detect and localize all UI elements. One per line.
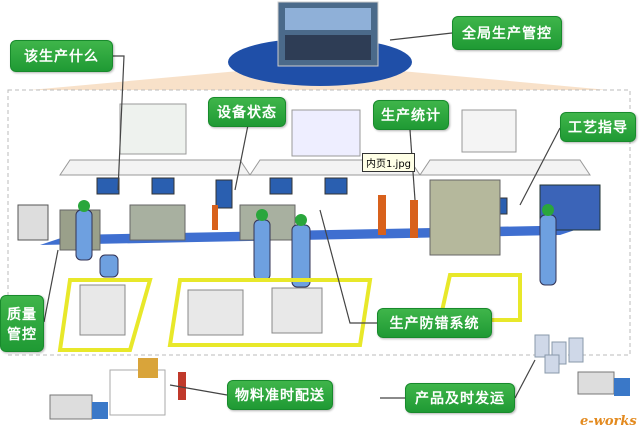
panel-equipment [291,109,361,157]
label-production-stats: 生产统计 [373,100,449,130]
label-quality-line2: 管控 [7,326,37,343]
rack [109,369,166,416]
label-material-delivery: 物料准时配送 [227,380,333,410]
label-what-to-produce: 该生产什么 [10,40,113,72]
panel-stats [461,109,517,153]
label-quality-control: 质量 管控 [0,295,44,352]
eworks-logo: e-works [580,414,637,429]
label-equipment-status: 设备状态 [208,97,286,127]
label-error-proofing: 生产防错系统 [377,308,492,338]
truck-right [577,371,630,396]
label-product-shipping: 产品及时发运 [405,383,515,413]
label-quality-line1: 质量 [7,306,37,323]
panel-what [119,103,187,155]
label-process-guidance: 工艺指导 [560,112,636,142]
truck-left [49,394,108,420]
label-global-control: 全局生产管控 [452,16,562,50]
image-tooltip: 内页1.jpg [362,153,416,172]
